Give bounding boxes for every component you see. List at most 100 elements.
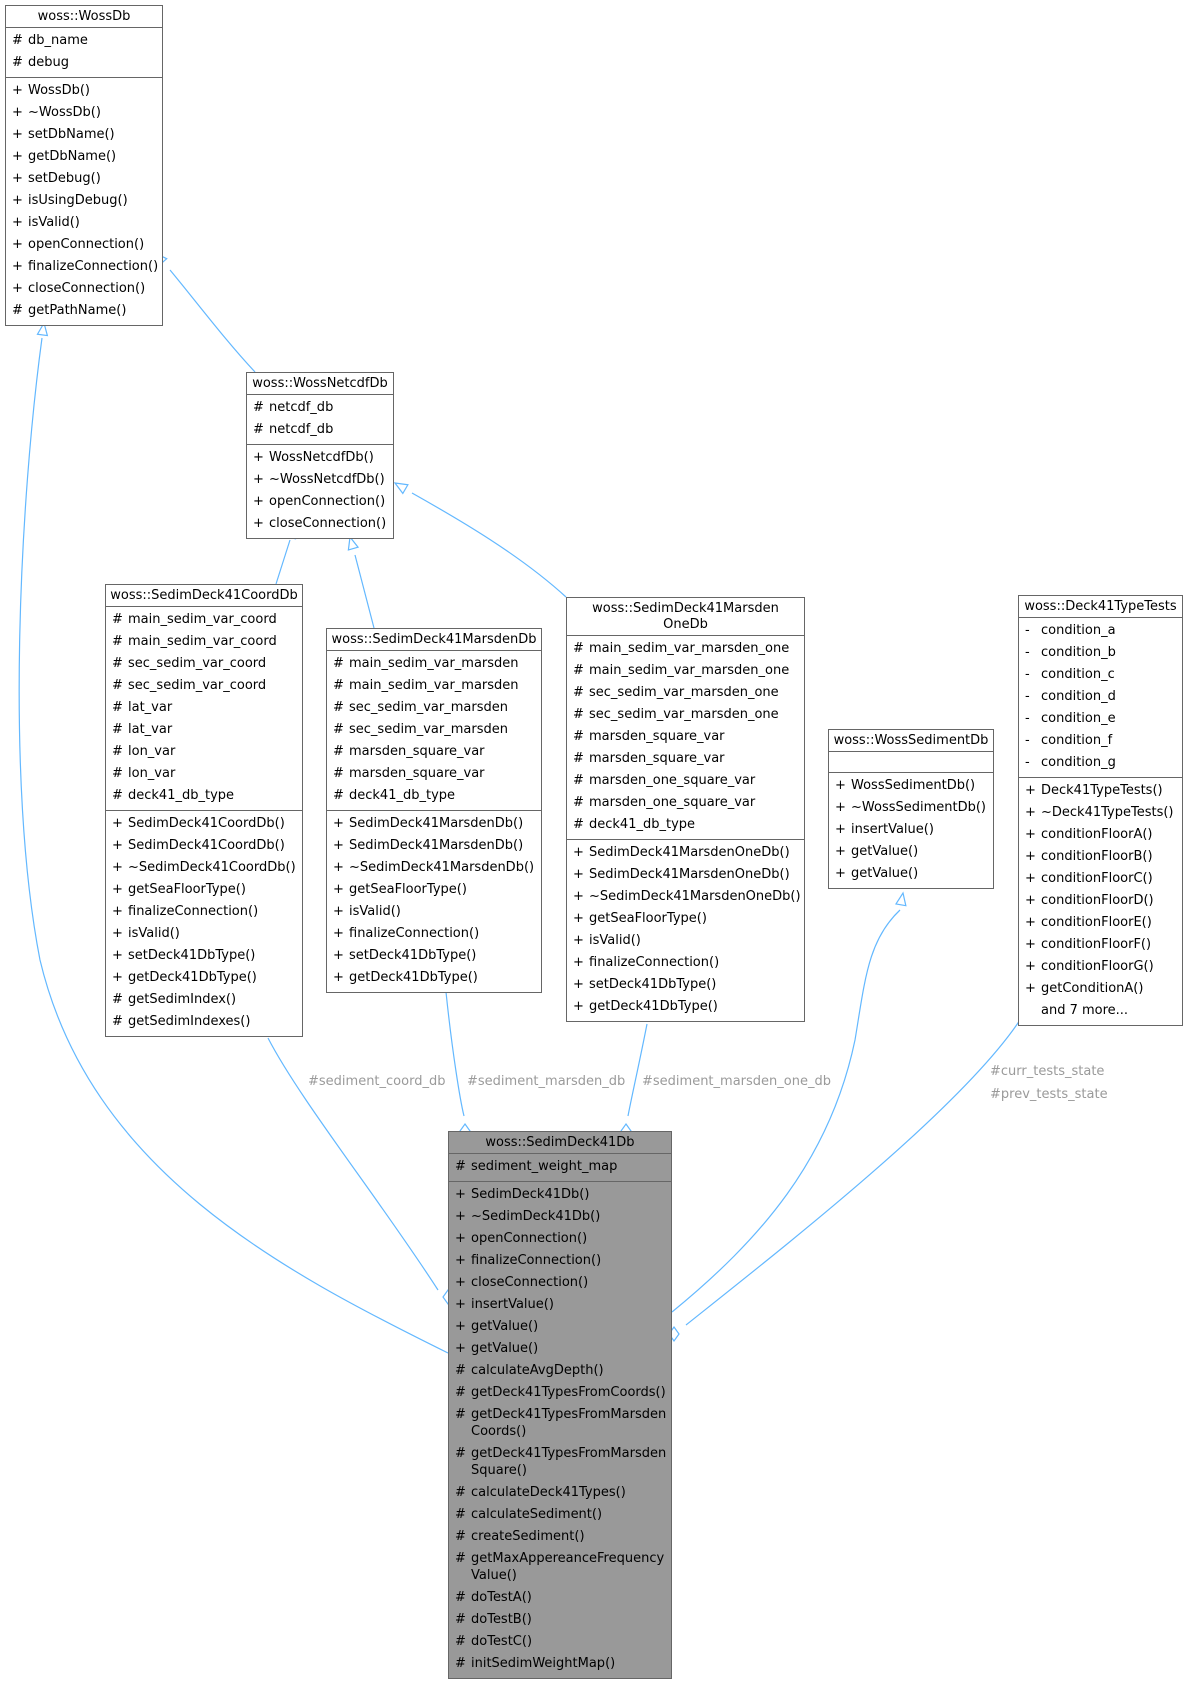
method-name: getMaxAppereanceFrequency Value() — [471, 1551, 665, 1583]
method-row: +isValid() — [567, 930, 804, 952]
attribute-row: -condition_e — [1019, 708, 1182, 730]
visibility-marker: + — [333, 904, 344, 919]
visibility-marker: # — [12, 303, 23, 318]
attribute-name: condition_c — [1041, 667, 1115, 682]
attributes-section: #main_sedim_var_coord#main_sedim_var_coo… — [106, 607, 302, 811]
method-row: +SedimDeck41MarsdenDb() — [327, 835, 541, 857]
inherit-main-to-wossdb-arrowhead — [36, 321, 49, 337]
method-row: +getDbName() — [6, 146, 162, 168]
method-name: getSeaFloorType() — [128, 882, 246, 897]
method-name: conditionFloorD() — [1041, 893, 1154, 908]
visibility-marker: - — [1025, 645, 1030, 660]
attribute-name: marsden_square_var — [589, 729, 725, 744]
class-sedim-deck41-db[interactable]: woss::SedimDeck41Db#sediment_weight_map+… — [448, 1131, 672, 1679]
visibility-marker: + — [835, 778, 846, 793]
class-deck41-type-tests[interactable]: woss::Deck41TypeTests-condition_a-condit… — [1018, 595, 1183, 1026]
attribute-name: marsden_square_var — [589, 751, 725, 766]
attributes-section: #netcdf_db#netcdf_db — [247, 395, 393, 445]
method-name: isValid() — [128, 926, 180, 941]
visibility-marker: + — [573, 955, 584, 970]
visibility-marker: # — [112, 612, 123, 627]
method-name: setDeck41DbType() — [589, 977, 717, 992]
class-woss-db[interactable]: woss::WossDb#db_name#debug+WossDb()+~Wos… — [5, 5, 163, 326]
method-name: insertValue() — [471, 1297, 554, 1312]
attributes-section: #main_sedim_var_marsden#main_sedim_var_m… — [327, 651, 541, 811]
class-woss-sediment-db[interactable]: woss::WossSedimentDb+WossSedimentDb()+~W… — [828, 729, 994, 889]
visibility-marker: + — [333, 860, 344, 875]
visibility-marker: + — [333, 970, 344, 985]
method-name: getDeck41DbType() — [589, 999, 718, 1014]
method-row: #initSedimWeightMap() — [449, 1653, 671, 1675]
attribute-row: #main_sedim_var_marsden_one — [567, 638, 804, 660]
method-name: openConnection() — [471, 1231, 588, 1246]
method-name: conditionFloorG() — [1041, 959, 1154, 974]
method-row: +getDeck41DbType() — [327, 967, 541, 989]
edge-label-sediment-coord-db: #sediment_coord_db — [308, 1074, 446, 1089]
method-row: +setDeck41DbType() — [106, 945, 302, 967]
more-members-link[interactable]: and 7 more... — [1041, 1003, 1129, 1018]
attribute-row: -condition_c — [1019, 664, 1182, 686]
visibility-marker: + — [333, 948, 344, 963]
method-name: ~SedimDeck41CoordDb() — [128, 860, 296, 875]
visibility-marker: + — [573, 933, 584, 948]
attribute-name: condition_f — [1041, 733, 1113, 748]
aggregation-marsden-to-main-line — [445, 991, 465, 1117]
attribute-row: #sediment_weight_map — [449, 1156, 671, 1178]
attribute-name: sec_sedim_var_coord — [128, 656, 267, 671]
method-name: calculateDeck41Types() — [471, 1485, 626, 1500]
attribute-row: #debug — [6, 52, 162, 74]
inherit-coord-to-netcdf-line — [275, 539, 291, 585]
method-name: SedimDeck41CoordDb() — [128, 816, 285, 831]
visibility-marker: + — [455, 1297, 466, 1312]
visibility-marker: + — [112, 838, 123, 853]
method-name: finalizeConnection() — [28, 259, 159, 274]
attribute-name: lon_var — [128, 766, 176, 781]
method-row: +getSeaFloorType() — [567, 908, 804, 930]
visibility-marker: + — [112, 882, 123, 897]
method-name: insertValue() — [851, 822, 934, 837]
method-name: getDbName() — [28, 149, 117, 164]
attribute-row: #marsden_one_square_var — [567, 792, 804, 814]
attribute-row: #deck41_db_type — [327, 785, 541, 807]
method-row: +getValue() — [829, 841, 993, 863]
method-row: +setDebug() — [6, 168, 162, 190]
inherit-main-to-wossdb-line — [18, 337, 449, 1354]
visibility-marker: # — [573, 729, 584, 744]
visibility-marker: # — [112, 634, 123, 649]
visibility-marker: + — [333, 882, 344, 897]
attribute-row: #main_sedim_var_coord — [106, 631, 302, 653]
method-name: WossSedimentDb() — [851, 778, 976, 793]
method-row: +openConnection() — [449, 1228, 671, 1250]
method-row: +Deck41TypeTests() — [1019, 780, 1182, 802]
method-row: #getDeck41TypesFromCoords() — [449, 1382, 671, 1404]
class-sedim-deck41-marsden-one-db[interactable]: woss::SedimDeck41Marsden OneDb#main_sedi… — [566, 597, 805, 1022]
method-name: isValid() — [349, 904, 401, 919]
visibility-marker: # — [573, 663, 584, 678]
class-sedim-deck41-coord-db[interactable]: woss::SedimDeck41CoordDb#main_sedim_var_… — [105, 584, 303, 1037]
method-row: +closeConnection() — [247, 513, 393, 535]
method-name: SedimDeck41CoordDb() — [128, 838, 285, 853]
visibility-marker: # — [333, 678, 344, 693]
class-title: woss::WossSedimentDb — [829, 730, 993, 752]
attribute-row: -condition_a — [1019, 620, 1182, 642]
method-row: +isValid() — [106, 923, 302, 945]
method-name: getDeck41TypesFromMarsden Coords() — [471, 1407, 667, 1439]
visibility-marker: - — [1025, 733, 1030, 748]
visibility-marker: + — [1025, 937, 1036, 952]
method-row: + SedimDeck41CoordDb() — [106, 835, 302, 857]
visibility-marker: # — [112, 656, 123, 671]
attribute-row: #sec_sedim_var_marsden — [327, 697, 541, 719]
attribute-row: #main_sedim_var_coord — [106, 609, 302, 631]
method-name: createSediment() — [471, 1529, 585, 1544]
method-name: closeConnection() — [269, 516, 387, 531]
visibility-marker: # — [573, 795, 584, 810]
inherit-marsdenone-to-netcdf-line — [411, 492, 567, 598]
attributes-section: #sediment_weight_map — [449, 1154, 671, 1182]
class-sedim-deck41-marsden-db[interactable]: woss::SedimDeck41MarsdenDb#main_sedim_va… — [326, 628, 542, 993]
visibility-marker: - — [1025, 711, 1030, 726]
attribute-name: deck41_db_type — [349, 788, 456, 803]
method-row: #getPathName() — [6, 300, 162, 322]
visibility-marker: + — [1025, 805, 1036, 820]
method-row: #getDeck41TypesFromMarsden Square() — [449, 1443, 671, 1482]
class-woss-netcdf-db[interactable]: woss::WossNetcdfDb#netcdf_db#netcdf_db+W… — [246, 372, 394, 539]
